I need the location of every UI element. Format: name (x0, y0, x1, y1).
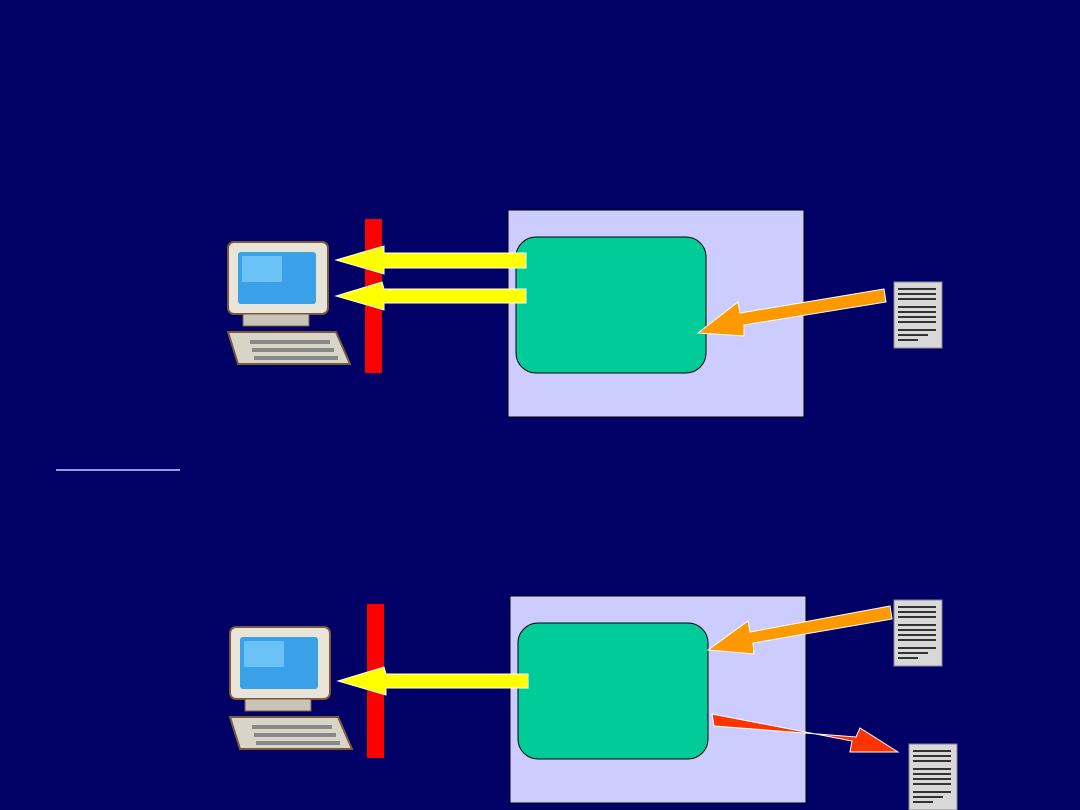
top-panel (227, 209, 943, 418)
process-box (517, 622, 709, 760)
client-computer-icon (227, 241, 351, 365)
document-icon (893, 599, 943, 667)
process-box (515, 236, 707, 374)
output-document-icon (908, 743, 958, 810)
input-arrow (696, 288, 887, 337)
document-icon (893, 281, 943, 349)
input-arrow (706, 605, 893, 655)
client-computer-icon (229, 626, 353, 750)
response-arrow (336, 666, 529, 696)
bottom-panel (229, 595, 958, 810)
response-arrow (334, 281, 527, 311)
output-arrow (711, 713, 900, 753)
response-arrow (334, 245, 527, 275)
